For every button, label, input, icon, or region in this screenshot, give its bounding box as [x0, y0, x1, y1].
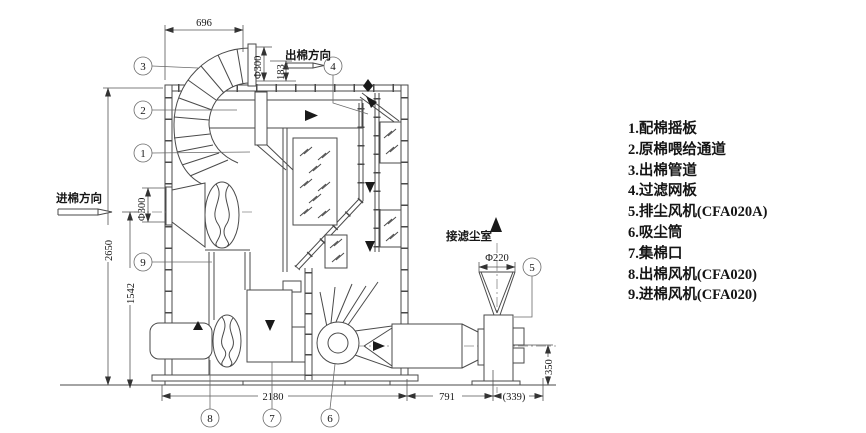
- converging-pipes: [320, 282, 378, 327]
- dust-cylinder: [317, 322, 359, 364]
- legend-item-2: 2.原棉喂给通道: [628, 141, 726, 158]
- dust-room-label: 接滤尘室: [446, 229, 492, 243]
- dim-overall-height: 2650: [104, 240, 115, 261]
- svg-text:7: 7: [269, 413, 275, 425]
- dim-dust-outlet-dia: Φ220: [485, 253, 508, 264]
- pipe-flange: [478, 329, 484, 365]
- fan-inlet-flange: [166, 187, 172, 225]
- svg-text:1: 1: [140, 148, 146, 160]
- fan-impeller: [205, 182, 239, 248]
- interior-walls: [283, 79, 399, 380]
- bottom-assembly: [150, 250, 305, 375]
- flow-arrow-right: [305, 110, 318, 121]
- balloon-9: 9: [134, 253, 212, 271]
- flow-arrow-down-1: [365, 182, 375, 193]
- legend-item-6: 6.吸尘筒: [628, 224, 683, 241]
- dim-fan-span: (339): [503, 392, 526, 403]
- duct-outlet-flange: [248, 44, 256, 86]
- legend-item-1: 1.配棉摇板: [628, 121, 697, 137]
- legend-item-9: 9.进棉风机(CFA020): [628, 287, 758, 304]
- svg-text:5: 5: [529, 262, 535, 274]
- inlet-direction-arrow: [58, 209, 112, 215]
- dim-fan-height: 350: [544, 359, 555, 375]
- flow-arrow-diagonal: [366, 96, 377, 108]
- balloon-2: 2: [134, 101, 237, 119]
- outlet-fan-impeller: [213, 315, 241, 367]
- balloon-6: 6: [321, 364, 339, 427]
- inlet-direction-label: 进棉方向: [56, 191, 102, 205]
- exhaust-fan-unit: [472, 217, 524, 393]
- exhaust-fan-base: [472, 381, 520, 385]
- legend-item-8: 8.出棉风机(CFA020): [628, 266, 758, 283]
- balloon-5: 5: [514, 258, 541, 317]
- machine-body: [152, 85, 418, 385]
- dim-outlet-dia: Φ300: [253, 56, 264, 79]
- filter-panels: [293, 122, 401, 268]
- balloon-7: 7: [263, 362, 281, 427]
- flow-arrow-up-small: [193, 321, 203, 330]
- svg-text:4: 4: [330, 61, 336, 73]
- base-foot-left: [165, 381, 243, 385]
- dust-cylinder-assembly: [317, 282, 556, 368]
- flow-arrow-down-2: [365, 241, 375, 252]
- outlet-direction-label: 出棉方向: [285, 48, 331, 62]
- legend-item-7: 7.集棉口: [628, 245, 683, 262]
- outlet-duct-spiral: [174, 44, 293, 184]
- svg-text:2: 2: [140, 105, 146, 117]
- svg-text:3: 3: [140, 61, 146, 73]
- svg-text:9: 9: [140, 257, 146, 269]
- parts-legend: 1.配棉摇板 2.原棉喂给通道 3.出棉管道 4.过滤网板 5.排尘风机(CFA…: [628, 119, 767, 306]
- direction-labels: 进棉方向 出棉方向 接滤尘室: [56, 48, 492, 243]
- legend-item-4: 4.过滤网板: [628, 183, 697, 200]
- filter-panel-right-top: [380, 122, 401, 163]
- dim-pipe-span: 791: [439, 392, 455, 403]
- legend-item-5: 5.排尘风机(CFA020A): [628, 204, 768, 221]
- balloon-3: 3: [134, 57, 198, 75]
- filter-panel-main: [293, 138, 337, 225]
- legend-item-3: 3.出棉管道: [628, 162, 697, 179]
- dim-top-width: 696: [196, 18, 212, 29]
- flow-arrow-pipe: [373, 341, 385, 351]
- base-plate: [152, 375, 418, 381]
- exhaust-fan-box: [484, 315, 513, 385]
- fan-inlet-funnel: [172, 183, 205, 247]
- balloon-4: 4: [324, 57, 368, 114]
- balloons: 3 2 1 9 4 5 8: [134, 57, 541, 427]
- corner-marker: [363, 79, 373, 92]
- inlet-fan: [134, 182, 252, 248]
- dim-mid-height: 1542: [126, 283, 137, 304]
- filter-panel-right-bottom: [380, 210, 401, 247]
- flow-arrow-down-collector: [265, 320, 275, 331]
- suction-pipe: [392, 324, 462, 368]
- dimensions: 696 Φ300 183 2650 1542 Φ300 2180: [103, 18, 555, 403]
- base-foot-right: [345, 381, 390, 385]
- dim-base-width: 2180: [263, 392, 284, 403]
- dim-outlet-offset: 183: [276, 64, 287, 80]
- balloon-1: 1: [134, 144, 250, 162]
- svg-text:6: 6: [327, 413, 333, 425]
- filter-panel-mid: [325, 235, 347, 268]
- outlet-direction-arrow: [287, 63, 324, 68]
- duct-flange-lower: [255, 92, 267, 145]
- balloon-8: 8: [201, 360, 219, 427]
- svg-text:8: 8: [207, 413, 213, 425]
- dim-fan-inlet-dia: Φ300: [137, 198, 148, 221]
- fan-motor: [150, 323, 212, 359]
- dust-room-arrow-head: [490, 217, 502, 232]
